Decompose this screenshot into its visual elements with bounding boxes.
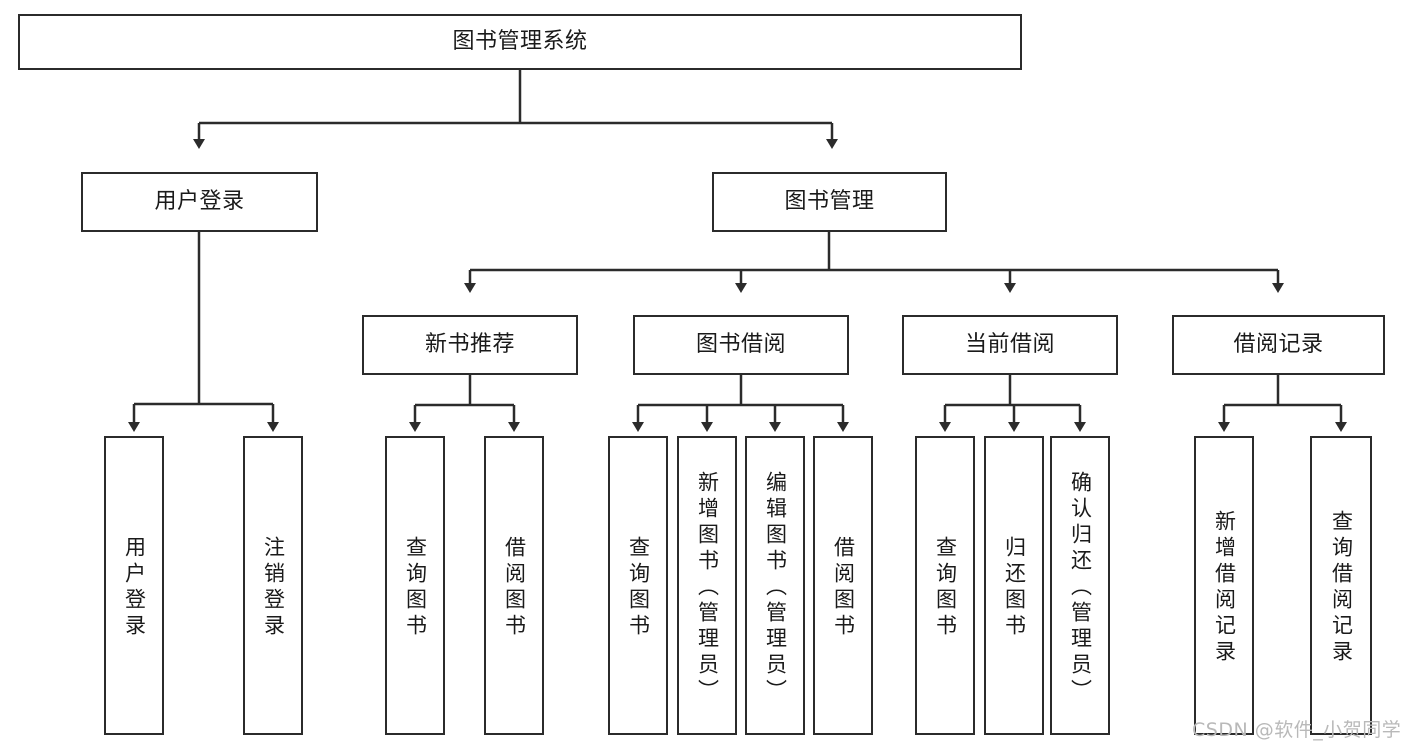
node-label: 新增借阅记录 [1212, 509, 1237, 666]
node-label: 新书推荐 [424, 331, 515, 357]
node-leaf-query-book-recommend[interactable]: 查询图书 [385, 436, 445, 735]
node-leaf-confirm-return-admin[interactable]: 确认归还（管理员） [1050, 436, 1110, 735]
node-label: 查询图书 [933, 535, 958, 640]
node-leaf-query-borrow-record[interactable]: 查询借阅记录 [1310, 436, 1372, 735]
node-leaf-user-login[interactable]: 用户登录 [104, 436, 164, 735]
node-label: 注销登录 [261, 535, 286, 640]
node-label: 借阅图书 [502, 535, 527, 640]
node-book-management-system[interactable]: 图书管理系统 [18, 14, 1022, 70]
node-label: 借阅图书 [831, 535, 856, 640]
node-label: 编辑图书（管理员） [763, 470, 788, 705]
node-label: 归还图书 [1002, 535, 1027, 640]
node-leaf-logout[interactable]: 注销登录 [243, 436, 303, 735]
node-leaf-query-book-borrow[interactable]: 查询图书 [608, 436, 668, 735]
node-label: 图书借阅 [695, 331, 786, 357]
node-borrow-record[interactable]: 借阅记录 [1172, 315, 1385, 375]
node-label: 图书管理系统 [452, 28, 588, 54]
node-label: 借阅记录 [1233, 331, 1324, 357]
csdn-watermark: CSDN @软件_小贺同学 [1192, 719, 1402, 741]
node-leaf-borrow-book[interactable]: 借阅图书 [813, 436, 873, 735]
node-label: 用户登录 [122, 535, 147, 640]
node-label: 查询图书 [626, 535, 651, 640]
node-book-borrow[interactable]: 图书借阅 [633, 315, 849, 375]
node-label: 确认归还（管理员） [1068, 470, 1093, 705]
node-label: 图书管理 [784, 188, 875, 214]
node-leaf-add-book-admin[interactable]: 新增图书（管理员） [677, 436, 737, 735]
node-label: 查询借阅记录 [1329, 509, 1354, 666]
node-user-login[interactable]: 用户登录 [81, 172, 318, 232]
node-label: 新增图书（管理员） [695, 470, 720, 705]
node-label: 当前借阅 [964, 331, 1055, 357]
node-leaf-borrow-book-recommend[interactable]: 借阅图书 [484, 436, 544, 735]
node-label: 查询图书 [403, 535, 428, 640]
node-leaf-return-book[interactable]: 归还图书 [984, 436, 1044, 735]
node-book-management[interactable]: 图书管理 [712, 172, 947, 232]
node-current-borrow[interactable]: 当前借阅 [902, 315, 1118, 375]
node-leaf-query-book-current[interactable]: 查询图书 [915, 436, 975, 735]
node-label: 用户登录 [154, 188, 245, 214]
node-leaf-edit-book-admin[interactable]: 编辑图书（管理员） [745, 436, 805, 735]
node-new-book-recommend[interactable]: 新书推荐 [362, 315, 578, 375]
node-leaf-add-borrow-record[interactable]: 新增借阅记录 [1194, 436, 1254, 735]
